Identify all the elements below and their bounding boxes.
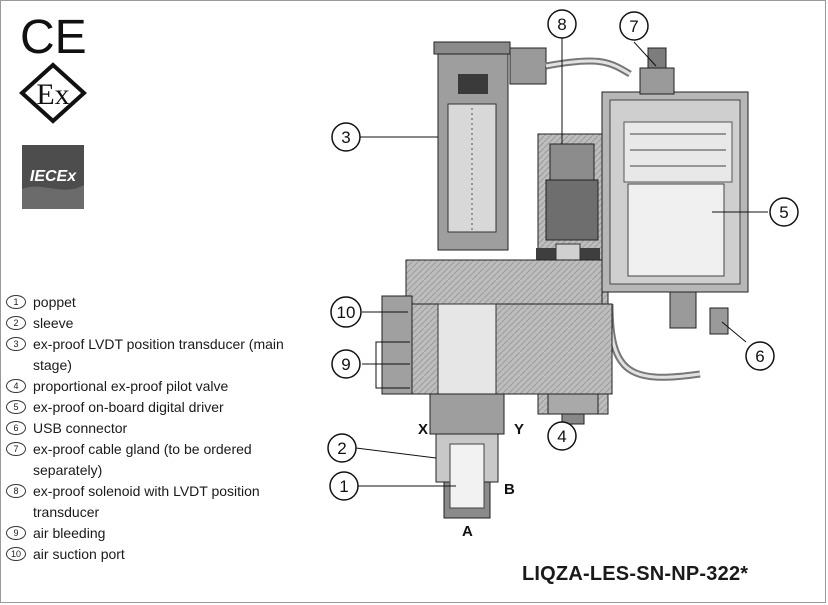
callout-4: 4 bbox=[547, 421, 577, 451]
callout-1: 1 bbox=[329, 471, 359, 501]
legend-item: 2 sleeve bbox=[6, 313, 306, 334]
port-b-label: B bbox=[504, 481, 515, 498]
legend-text: air suction port bbox=[33, 546, 125, 562]
lvdt-transducer-housing bbox=[433, 41, 632, 251]
callout-8: 8 bbox=[547, 9, 577, 39]
ex-hexagon-outline bbox=[19, 62, 87, 124]
legend-number: 7 bbox=[6, 442, 26, 456]
iecex-logo: IECEx bbox=[22, 145, 84, 209]
callout-7: 7 bbox=[619, 11, 649, 41]
callout-6-text: 6 bbox=[755, 347, 764, 366]
valve-cross-section-diagram: 8 7 3 5 10 6 9 4 2 1 X Y B A bbox=[327, 9, 799, 540]
legend-number: 5 bbox=[6, 400, 26, 414]
legend-text: proportional ex-proof pilot valve bbox=[33, 378, 229, 394]
legend-number: 2 bbox=[6, 316, 26, 330]
callout-10: 10 bbox=[330, 296, 362, 328]
ex-mark-text: Ex bbox=[36, 78, 69, 111]
legend-number: 3 bbox=[6, 337, 26, 351]
callout-6: 6 bbox=[745, 341, 775, 371]
legend-text: sleeve bbox=[33, 315, 74, 331]
component-legend: 1 poppet 2 sleeve 3 ex-proof LVDT position … bbox=[6, 292, 306, 565]
model-code: LIQZA-LES-SN-NP-322* bbox=[522, 563, 749, 585]
legend-number: 4 bbox=[6, 379, 26, 393]
callout-2: 2 bbox=[327, 433, 357, 463]
legend-text: USB connector bbox=[33, 420, 128, 436]
legend-number: 9 bbox=[6, 526, 26, 540]
legend-item: 8 ex-proof solenoid with LVDT position tr… bbox=[6, 481, 306, 523]
legend-number: 8 bbox=[6, 484, 26, 498]
legend-text: ex-proof on-board digital driver bbox=[33, 399, 224, 415]
iecex-logo-text: IECEx bbox=[30, 168, 77, 185]
callout-5-text: 5 bbox=[779, 203, 788, 222]
ex-hexagon-logo: Ex bbox=[19, 62, 87, 124]
legend-number: 6 bbox=[6, 421, 26, 435]
ce-mark-text: CE bbox=[20, 11, 87, 60]
port-a-label: A bbox=[462, 523, 473, 540]
legend-item: 7 ex-proof cable gland (to be ordered sep… bbox=[6, 439, 306, 481]
legend-item: 9 air bleeding bbox=[6, 523, 306, 544]
callout-3: 3 bbox=[331, 122, 361, 152]
callout-3-text: 3 bbox=[341, 128, 350, 147]
legend-item: 5 ex-proof on-board digital driver bbox=[6, 397, 306, 418]
digital-driver-enclosure bbox=[601, 47, 749, 381]
callout-2-text: 2 bbox=[337, 439, 346, 458]
callout-1-text: 1 bbox=[339, 477, 348, 496]
callout-8-text: 8 bbox=[557, 15, 566, 34]
leader-lines bbox=[355, 38, 768, 487]
legend-item: 6 USB connector bbox=[6, 418, 306, 439]
legend-text: air bleeding bbox=[33, 525, 106, 541]
callout-7-text: 7 bbox=[629, 17, 638, 36]
legend-item: 1 poppet bbox=[6, 292, 306, 313]
port-x-label: X bbox=[418, 421, 428, 438]
legend-item: 3 ex-proof LVDT position transducer (main… bbox=[6, 334, 306, 376]
callout-4-text: 4 bbox=[557, 427, 566, 446]
ce-mark-logo: CE bbox=[20, 11, 87, 60]
callout-9: 9 bbox=[331, 349, 361, 379]
legend-text: ex-proof LVDT position transducer (main … bbox=[33, 336, 284, 373]
legend-item: 10 air suction port bbox=[6, 544, 306, 565]
main-valve-body bbox=[381, 259, 613, 519]
legend-item: 4 proportional ex-proof pilot valve bbox=[6, 376, 306, 397]
port-y-label: Y bbox=[514, 421, 524, 438]
legend-number: 10 bbox=[6, 547, 26, 561]
callout-10-text: 10 bbox=[337, 303, 356, 322]
iecex-logo-swoosh bbox=[22, 185, 84, 209]
callout-9-text: 9 bbox=[341, 355, 350, 374]
legend-text: ex-proof solenoid with LVDT position tra… bbox=[33, 483, 260, 520]
legend-number: 1 bbox=[6, 295, 26, 309]
callout-5: 5 bbox=[769, 197, 799, 227]
legend-text: ex-proof cable gland (to be ordered sepa… bbox=[33, 441, 252, 478]
legend-text: poppet bbox=[33, 294, 76, 310]
